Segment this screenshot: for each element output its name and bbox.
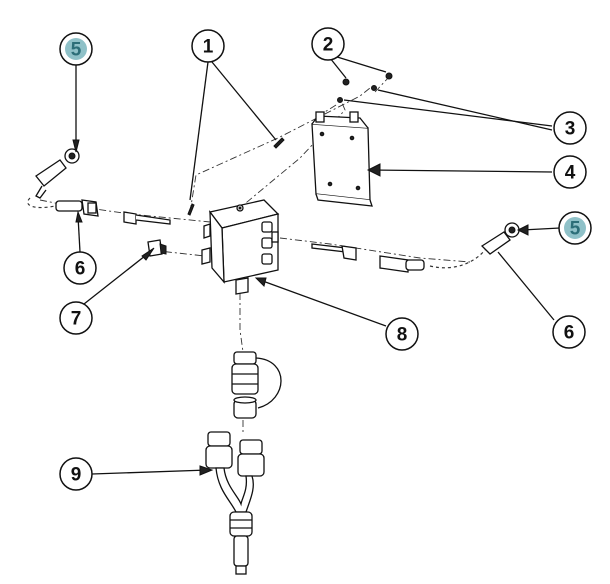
callout-label-5-right: 5 <box>570 219 581 240</box>
callout-label-1: 1 <box>203 37 214 58</box>
callout-9: 9 <box>59 457 93 491</box>
leader-lines <box>75 55 561 475</box>
callout-label-6-left: 6 <box>75 259 86 280</box>
callout-7: 7 <box>59 301 93 335</box>
screw-1b <box>187 203 195 216</box>
screw-1a <box>273 137 285 149</box>
callout-6-left: 6 <box>63 251 97 285</box>
washers-3 <box>337 85 377 103</box>
junction-box <box>201 199 280 295</box>
mounting-bracket <box>311 111 373 207</box>
callout-2: 2 <box>311 27 345 61</box>
callout-label-2: 2 <box>323 35 334 56</box>
vertical-connector <box>231 351 282 419</box>
callout-label-4: 4 <box>565 163 576 184</box>
callout-6-right: 6 <box>552 315 586 349</box>
nuts-2 <box>342 72 393 86</box>
callout-label-7: 7 <box>71 309 82 330</box>
callout-1: 1 <box>191 29 225 63</box>
callout-8: 8 <box>385 317 419 351</box>
callout-5-right: 5 <box>558 211 592 245</box>
callout-label-6-right: 6 <box>564 323 575 344</box>
callout-label-3: 3 <box>565 119 576 140</box>
callout-label-9: 9 <box>71 465 82 486</box>
callout-5-left: 5 <box>59 32 93 66</box>
callout-4: 4 <box>553 155 587 189</box>
callout-label-8: 8 <box>397 325 408 346</box>
callout-3: 3 <box>553 111 587 145</box>
leader-arrowheads <box>72 139 529 476</box>
left-cable-assembly <box>27 148 171 225</box>
right-cable-assembly <box>311 222 520 273</box>
callout-label-5-left: 5 <box>71 40 82 61</box>
y-splitter-cable <box>205 431 265 575</box>
